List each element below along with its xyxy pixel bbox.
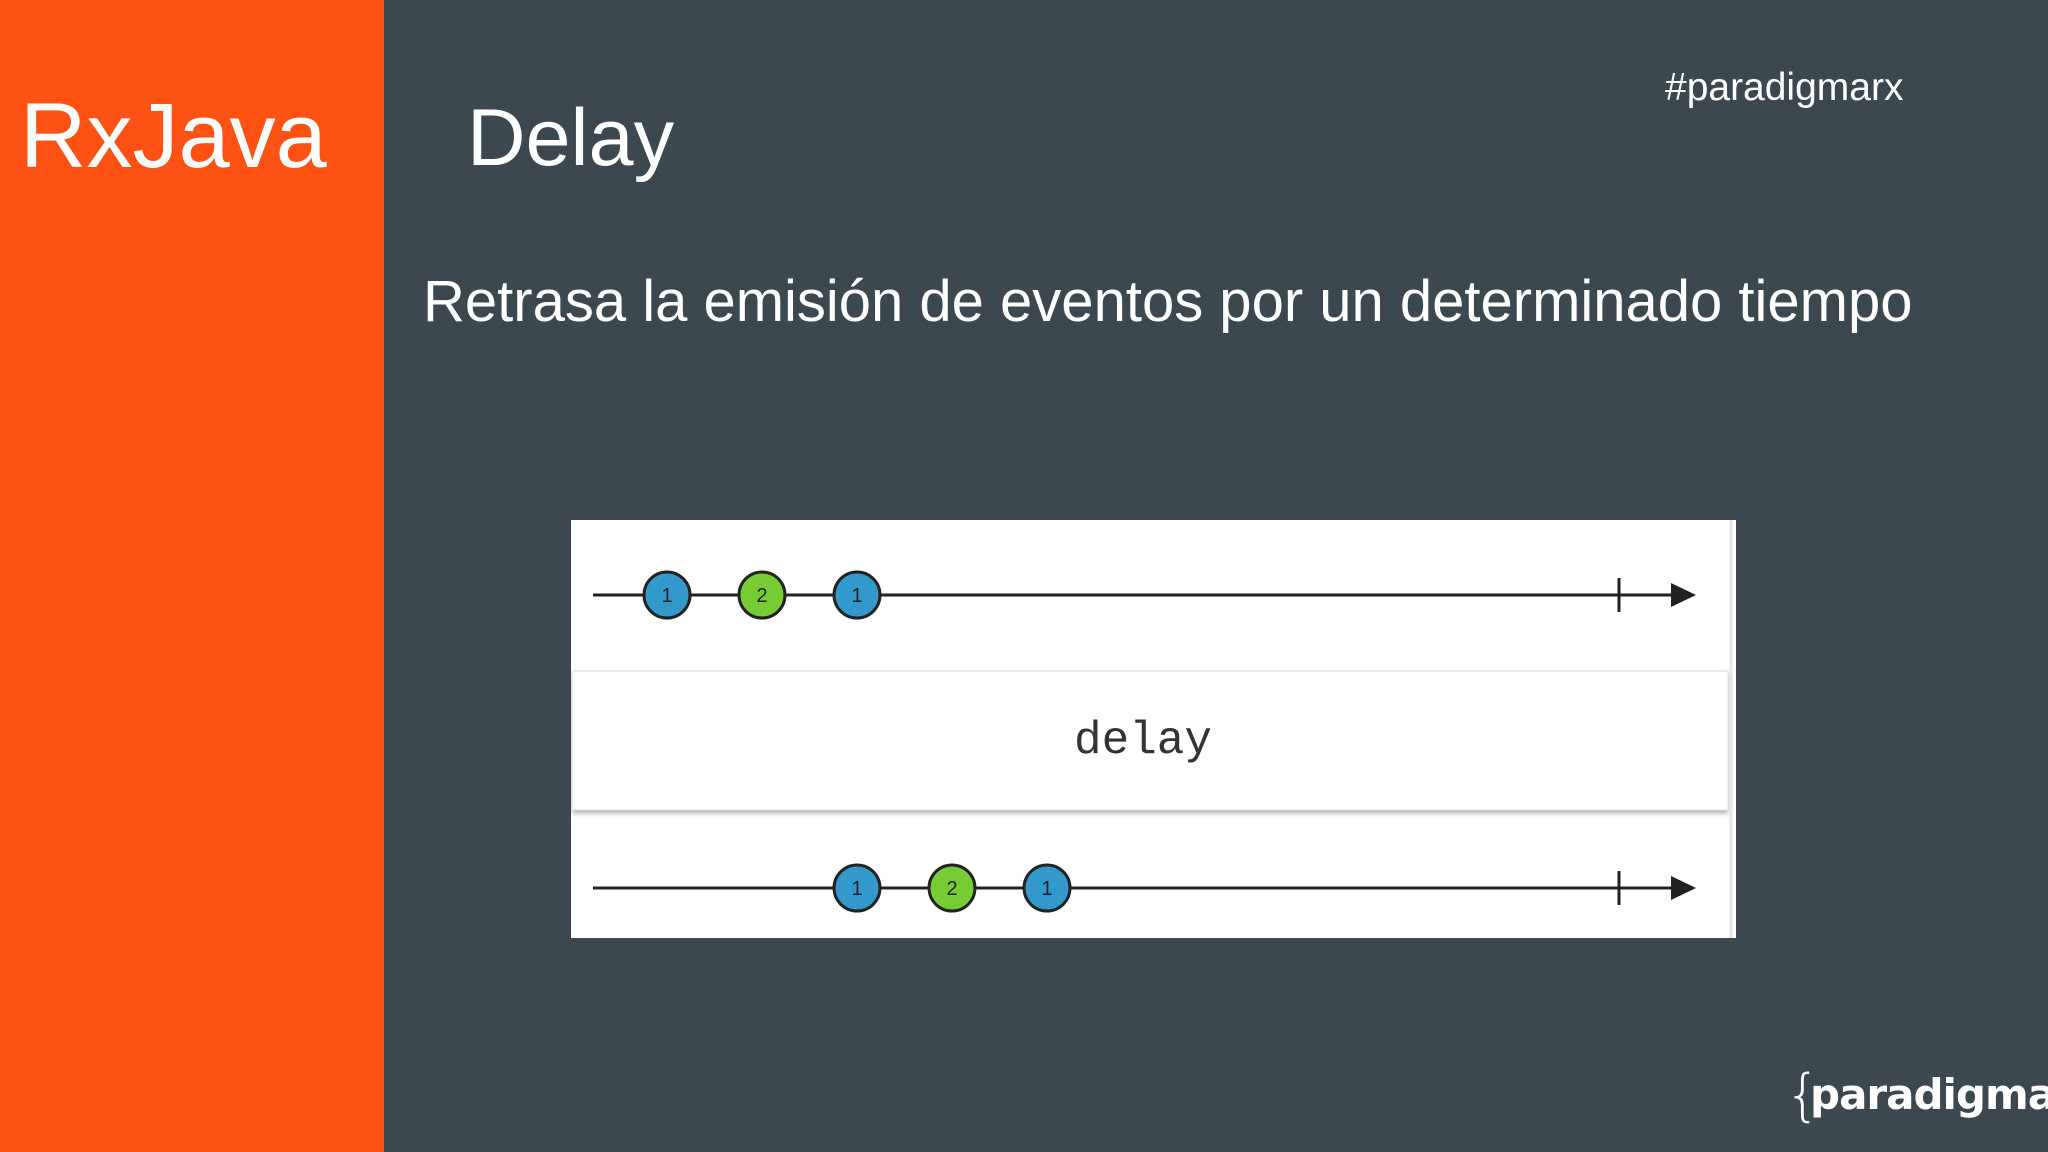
input-marble-label: 2 bbox=[756, 585, 767, 607]
input-marble-label: 1 bbox=[851, 585, 862, 607]
input-marble: 1 bbox=[832, 570, 882, 620]
input-marble: 2 bbox=[737, 570, 787, 620]
input-marble-circle bbox=[737, 570, 787, 620]
output-marble-circle bbox=[1022, 863, 1072, 913]
logo-text: paradigma bbox=[1810, 1070, 2048, 1119]
hashtag: #paradigmarx bbox=[1665, 66, 1904, 109]
sidebar-title: RxJava bbox=[20, 85, 327, 187]
output-marbles: 1 2 1 bbox=[832, 863, 1072, 913]
output-marble-label: 1 bbox=[851, 878, 862, 900]
sidebar: RxJava bbox=[0, 0, 384, 1152]
output-timeline: 1 2 1 bbox=[593, 863, 1696, 913]
output-marble-circle bbox=[927, 863, 977, 913]
output-marble: 1 bbox=[832, 863, 882, 913]
marble-diagram: 1 2 1 delay 1 2 1 bbox=[571, 520, 1736, 938]
paradigma-logo: { paradigma bbox=[1785, 1063, 2048, 1130]
input-timeline: 1 2 1 bbox=[593, 570, 1696, 620]
slide-subtitle: Retrasa la emisión de eventos por un det… bbox=[423, 269, 1913, 334]
input-marble-circle bbox=[642, 570, 692, 620]
output-marble-circle bbox=[832, 863, 882, 913]
output-marble: 2 bbox=[927, 863, 977, 913]
input-marble-circle bbox=[832, 570, 882, 620]
output-marble: 1 bbox=[1022, 863, 1072, 913]
operator-label: delay bbox=[1074, 715, 1212, 767]
operator-box-rect bbox=[572, 671, 1728, 810]
output-timeline-arrow bbox=[1671, 876, 1696, 900]
input-marbles: 1 2 1 bbox=[642, 570, 882, 620]
output-marble-label: 2 bbox=[946, 878, 957, 900]
input-marble-label: 1 bbox=[661, 585, 672, 607]
output-marble-label: 1 bbox=[1041, 878, 1052, 900]
operator-box: delay bbox=[571, 670, 1729, 811]
slide-title: Delay bbox=[467, 93, 675, 183]
brace-icon: { bbox=[1785, 1063, 1821, 1128]
input-timeline-arrow bbox=[1671, 583, 1696, 607]
input-marble: 1 bbox=[642, 570, 692, 620]
marble-diagram-svg: 1 2 1 delay 1 2 1 bbox=[571, 520, 1733, 938]
